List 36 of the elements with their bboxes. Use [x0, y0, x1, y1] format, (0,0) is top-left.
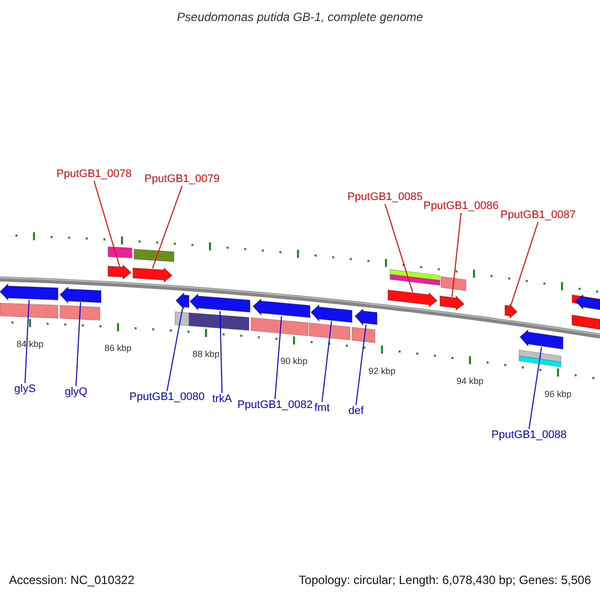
gene-label: fmt — [314, 402, 330, 415]
gene-label: def — [348, 405, 364, 418]
leader-line — [152, 186, 182, 269]
leader-line — [528, 346, 542, 430]
gene-label: PputGB1_0078 — [56, 168, 132, 181]
scale-label: 92 kbp — [368, 366, 396, 377]
gene-label: PputGB1_0082 — [237, 399, 313, 412]
scale-label: 90 kbp — [280, 356, 308, 368]
scale-label: 96 kbp — [544, 388, 572, 400]
leader-line — [452, 212, 462, 298]
leader-line — [76, 302, 81, 386]
gene-label: PputGB1_0079 — [144, 173, 220, 186]
leader-line — [166, 308, 183, 392]
leader-line — [356, 324, 366, 406]
gene-label: PputGB1_0087 — [500, 209, 576, 222]
leader-line — [94, 180, 120, 267]
gene-label: glyS — [14, 383, 36, 396]
scale-label: 88 kbp — [192, 349, 220, 360]
leader-line — [384, 204, 413, 293]
gene-label: PputGB1_0085 — [347, 191, 423, 204]
gene-label: glyQ — [64, 386, 88, 399]
gene-label: trkA — [212, 393, 232, 406]
leader-line — [510, 222, 538, 306]
scale-label: 94 kbp — [456, 376, 484, 388]
footer-text: Accession: NC_010322 — [9, 573, 134, 587]
leader-line — [220, 310, 222, 394]
gene-label: PputGB1_0088 — [491, 429, 567, 442]
footer-text: Topology: circular; Length: 6,078,430 bp; Genes: 5,506 — [298, 573, 591, 587]
leader-line — [322, 320, 332, 402]
leader-line — [274, 316, 282, 400]
leader-line — [24, 300, 30, 384]
gene-label: PputGB1_0080 — [129, 391, 205, 404]
diagram-title: Pseudomonas putida GB-1, complete genome — [176, 10, 424, 24]
scale-label: 84 kbp — [16, 339, 44, 350]
scale-label: 86 kbp — [104, 343, 132, 354]
gene-label: PputGB1_0086 — [423, 200, 499, 213]
